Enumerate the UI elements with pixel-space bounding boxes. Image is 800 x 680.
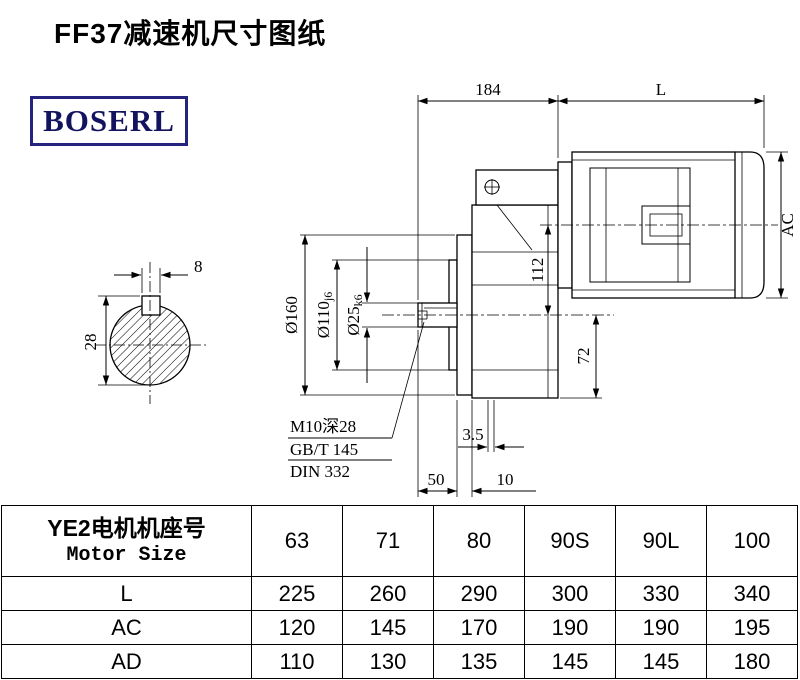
note-gb-standard: GB/T 145 <box>290 440 358 459</box>
cell-L-71: 260 <box>342 576 434 611</box>
cell-AC-100: 195 <box>706 610 798 645</box>
table-header-row: YE2电机机座号 Motor Size 63 71 80 90S 90L 100 <box>1 505 798 577</box>
column-80: 80 <box>433 505 525 577</box>
cell-AC-71: 145 <box>342 610 434 645</box>
shaft-cross-section <box>95 262 208 404</box>
column-90l: 90L <box>615 505 707 577</box>
reducer-dimension-drawing: 8 28 <box>81 80 797 497</box>
dim-dia160: Ø160 <box>282 296 301 334</box>
column-90s: 90S <box>524 505 616 577</box>
cell-L-63: 225 <box>251 576 343 611</box>
key-section <box>141 295 161 316</box>
header-motor-size: YE2电机机座号 Motor Size <box>1 505 252 577</box>
cell-AD-63: 110 <box>251 644 343 679</box>
cell-AC-90s: 190 <box>524 610 616 645</box>
column-100: 100 <box>706 505 798 577</box>
table-row-L: L 225 260 290 300 330 340 <box>1 576 798 611</box>
motor-size-table: YE2电机机座号 Motor Size 63 71 80 90S 90L 100… <box>1 505 798 679</box>
note-tap-hole: M10深28 <box>290 417 356 436</box>
dim-key-width: 8 <box>194 257 203 276</box>
boserl-logo: BOSERL <box>30 96 188 146</box>
dim-50: 50 <box>428 470 445 489</box>
dim-72: 72 <box>574 348 593 365</box>
dim-184: 184 <box>475 80 501 99</box>
gearbox-outline <box>417 169 559 399</box>
cell-AC-90l: 190 <box>615 610 707 645</box>
dim-10: 10 <box>497 470 514 489</box>
row-label-L: L <box>1 576 252 611</box>
dim-3-5: 3.5 <box>462 425 483 444</box>
centerlines <box>382 224 778 316</box>
cell-AC-80: 170 <box>433 610 525 645</box>
column-71: 71 <box>342 505 434 577</box>
boserl-logo-text: BOSERL <box>43 103 175 138</box>
page-title: FF37减速机尺寸图纸 <box>54 18 327 49</box>
row-label-AC: AC <box>1 610 252 645</box>
cell-AD-80: 135 <box>433 644 525 679</box>
cell-L-100: 340 <box>706 576 798 611</box>
header-label-cn: YE2电机机座号 <box>47 515 206 542</box>
cell-AC-63: 120 <box>251 610 343 645</box>
dim-dia110: Ø110j6 <box>314 292 335 339</box>
cell-L-80: 290 <box>433 576 525 611</box>
cell-AD-71: 130 <box>342 644 434 679</box>
cell-L-90s: 300 <box>524 576 616 611</box>
cell-AD-100: 180 <box>706 644 798 679</box>
dim-section-height: 28 <box>81 334 100 351</box>
table-row-AC: AC 120 145 170 190 190 195 <box>1 610 798 645</box>
table-row-AD: AD 110 130 135 145 145 180 <box>1 644 798 679</box>
column-63: 63 <box>251 505 343 577</box>
dim-dia25: Ø25k6 <box>344 294 365 335</box>
dim-112: 112 <box>528 258 547 283</box>
dim-L: L <box>656 80 666 99</box>
cell-L-90l: 330 <box>615 576 707 611</box>
note-din-standard: DIN 332 <box>290 462 350 481</box>
row-label-AD: AD <box>1 644 252 679</box>
header-label-en: Motor Size <box>66 543 187 567</box>
dimension-lines <box>288 95 788 497</box>
cell-AD-90s: 145 <box>524 644 616 679</box>
dim-AC: AC <box>778 213 797 237</box>
cell-AD-90l: 145 <box>615 644 707 679</box>
